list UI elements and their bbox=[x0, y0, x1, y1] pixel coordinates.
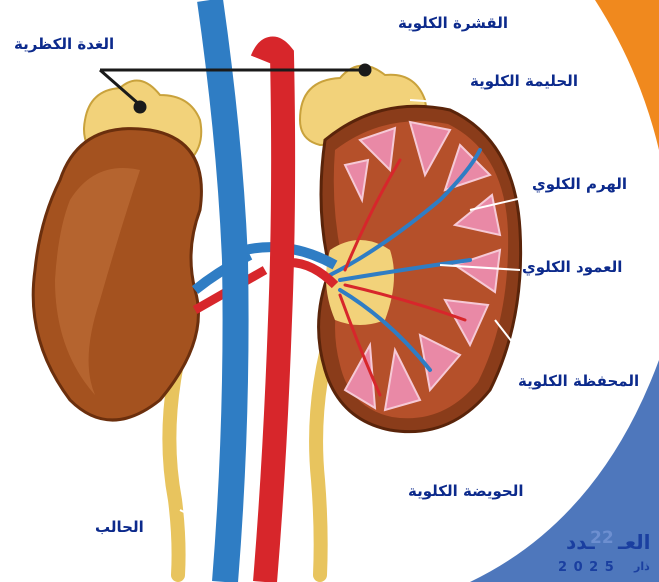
label-adrenal-gland: الغدة الكظرية bbox=[14, 35, 114, 53]
label-renal-papilla: الحليمة الكلوية bbox=[470, 72, 578, 90]
issue-badge: ـدد 22 العـ ذار 2 0 2 5 bbox=[556, 530, 656, 580]
corner-orange-decoration bbox=[595, 0, 659, 150]
issue-number: 22 bbox=[590, 528, 614, 548]
issue-year: 2 0 2 5 bbox=[558, 560, 615, 575]
label-renal-pelvis: الحويضة الكلوية bbox=[408, 482, 523, 500]
label-ureter: الحالب bbox=[95, 518, 144, 536]
inferior-vena-cava bbox=[210, 0, 236, 582]
label-renal-column: العمود الكلوي bbox=[522, 258, 622, 276]
issue-month: ذار bbox=[634, 560, 650, 573]
aorta bbox=[262, 49, 283, 582]
label-renal-capsule: المحفظة الكلوية bbox=[518, 372, 639, 390]
issue-word: العـ bbox=[618, 530, 651, 554]
label-renal-pyramid: الهرم الكلوي bbox=[532, 175, 627, 193]
label-renal-cortex: القشرة الكلوية bbox=[398, 14, 508, 32]
